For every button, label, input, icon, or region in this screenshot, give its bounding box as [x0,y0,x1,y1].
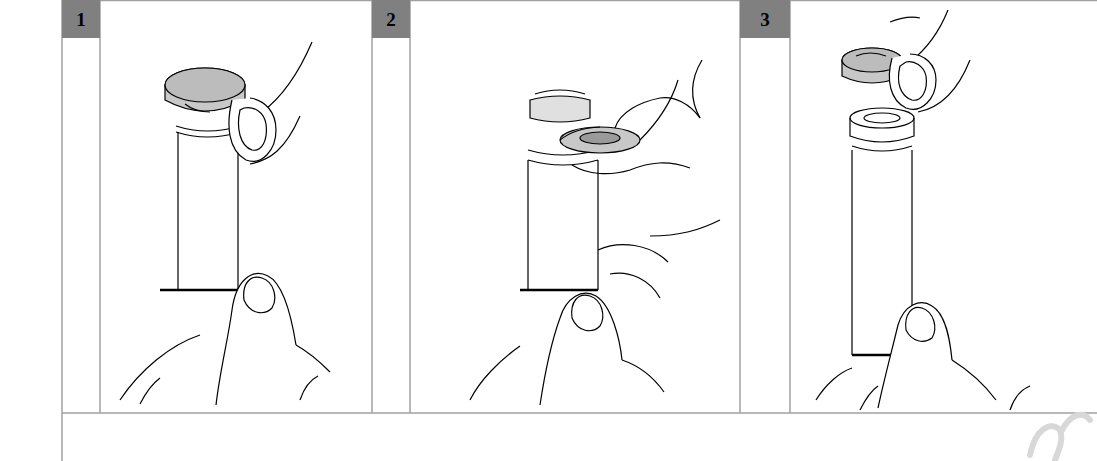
step-number: 1 [76,10,86,29]
vial-panel-two [470,60,720,405]
step-number-tab: 2 [372,0,410,38]
step-number-tab: 3 [740,0,790,38]
step-number: 3 [760,10,770,29]
vial-panel-three [816,10,1030,410]
step-number-tab: 1 [62,0,100,38]
vial-panel-one [120,42,330,405]
table-grid [62,0,1097,461]
watermark-strokes [1030,415,1090,460]
step-number: 2 [386,10,396,29]
